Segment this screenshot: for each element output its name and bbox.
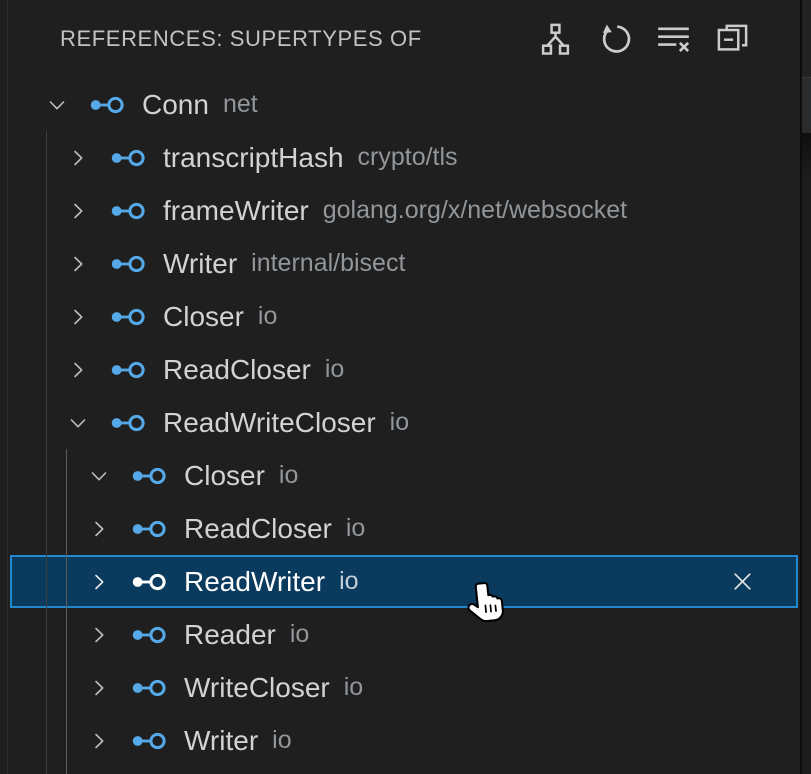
tree-row[interactable]: frameWriter golang.org/x/net/websocket (0, 184, 811, 237)
dismiss-icon[interactable] (729, 569, 755, 595)
tree-item-label: ReadCloser (163, 353, 311, 385)
pane-title: REFERENCES: SUPERTYPES OF (60, 26, 422, 51)
interface-icon (90, 95, 124, 115)
tree-item-label: Writer (184, 724, 259, 756)
tree-item-description: io (389, 408, 410, 436)
tree-row[interactable]: ReadCloser io (0, 502, 811, 555)
tree-item-label: Closer (163, 300, 244, 332)
collapse-all-icon (717, 24, 747, 51)
tree-item-label: Reader (184, 618, 276, 650)
tree-item-description: io (345, 514, 366, 542)
tree-row[interactable]: ReadCloser io (0, 343, 811, 396)
chevron-down-icon[interactable] (87, 464, 111, 488)
interface-icon (111, 413, 145, 433)
editor-edge (800, 0, 811, 774)
tree-item-description: io (257, 302, 278, 330)
tree-row[interactable]: Closer io (0, 290, 811, 343)
chevron-right-icon[interactable] (87, 517, 111, 541)
interface-icon (132, 572, 166, 592)
interface-icon (132, 519, 166, 539)
chevron-down-icon[interactable] (66, 411, 90, 435)
interface-icon (111, 254, 145, 274)
editor-edge-thumb[interactable] (802, 77, 811, 133)
tree-item-label: Conn (142, 88, 209, 120)
interface-icon (111, 360, 145, 380)
editor-edge-top (802, 0, 811, 77)
editor-edge-bottom (802, 133, 811, 774)
panel-right-border (800, 0, 802, 774)
tree-row[interactable]: transcriptHash crypto/tls (0, 131, 811, 184)
tree-item-description: io (324, 355, 345, 383)
tree-item-description: golang.org/x/net/websocket (322, 196, 628, 224)
chevron-right-icon[interactable] (87, 623, 111, 647)
chevron-right-icon[interactable] (87, 729, 111, 753)
pane-header: REFERENCES: SUPERTYPES OF (0, 0, 800, 78)
chevron-right-icon[interactable] (66, 358, 90, 382)
tree-row[interactable]: ReadWriter io (0, 555, 811, 608)
interface-icon (132, 466, 166, 486)
tree-row[interactable]: ReadWriteCloser io (0, 396, 811, 449)
tree-item-description: io (339, 567, 359, 595)
tree-row[interactable]: Reader io (0, 608, 811, 661)
interface-icon (111, 201, 145, 221)
tree-item-description: io (343, 673, 364, 701)
pane-actions (537, 0, 750, 78)
interface-icon (111, 307, 145, 327)
chevron-right-icon[interactable] (66, 252, 90, 276)
interface-icon (111, 148, 145, 168)
tree-item-description: io (278, 461, 299, 489)
type-hierarchy-icon (541, 23, 569, 55)
collapse-all-button[interactable] (714, 21, 750, 57)
tree-item-label: ReadCloser (184, 512, 332, 544)
tree-item-label: ReadWriter (184, 565, 326, 597)
tree-item-description: net (222, 90, 258, 118)
interface-icon (132, 678, 166, 698)
tree-row[interactable]: Writer io (0, 714, 811, 767)
tree-item-description: crypto/tls (357, 143, 458, 171)
chevron-right-icon[interactable] (66, 199, 90, 223)
chevron-right-icon[interactable] (66, 146, 90, 170)
tree-item-label: ReadWriteCloser (163, 406, 376, 438)
tree-item-label: Closer (184, 459, 265, 491)
tree-item-description: io (289, 620, 310, 648)
tree-item-label: frameWriter (163, 194, 309, 226)
tree-item-label: WriteCloser (184, 671, 330, 703)
clear-all-button[interactable] (655, 21, 691, 57)
panel-left-border (7, 0, 8, 774)
chevron-right-icon[interactable] (87, 570, 111, 594)
chevron-down-icon[interactable] (45, 93, 69, 117)
chevron-right-icon[interactable] (66, 305, 90, 329)
clear-all-icon (657, 26, 689, 52)
tree-item-description: io (272, 726, 292, 754)
tree-item-label: transcriptHash (163, 141, 344, 173)
refresh-icon (602, 24, 630, 53)
chevron-right-icon[interactable] (87, 676, 111, 700)
tree-row[interactable]: Closer io (0, 449, 811, 502)
tree-item-description: internal/bisect (251, 249, 406, 277)
refresh-button[interactable] (596, 21, 632, 57)
interface-icon (132, 625, 166, 645)
tree-item-label: Writer (163, 247, 238, 279)
interface-icon (132, 731, 166, 751)
type-hierarchy-button[interactable] (537, 21, 573, 57)
tree-row[interactable]: WriteCloser io (0, 661, 811, 714)
tree-row[interactable]: Writer internal/bisect (0, 237, 811, 290)
